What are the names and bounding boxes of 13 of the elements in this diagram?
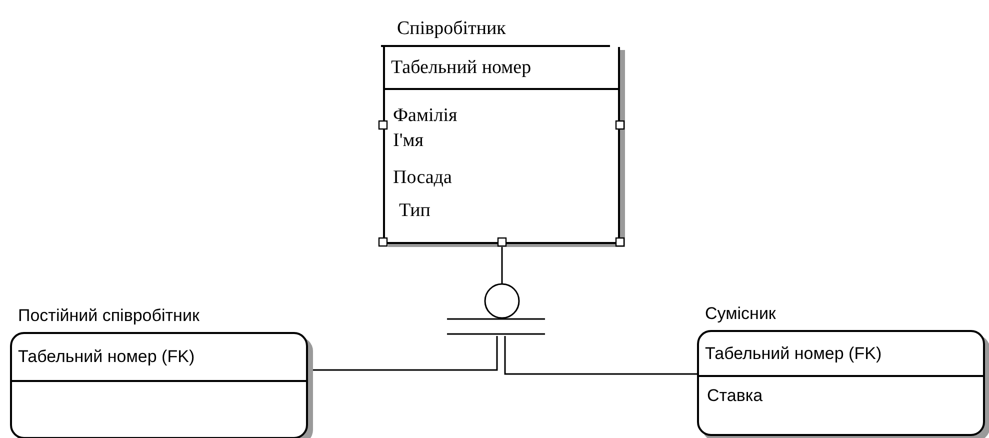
key-attribute: Табельний номер (FK) xyxy=(18,346,195,368)
attribute: Фамілія xyxy=(393,104,458,128)
attribute: Ставка xyxy=(707,385,764,406)
attribute: Тип xyxy=(399,199,432,223)
attribute: І'мя xyxy=(393,128,425,152)
entity-name: Постійний співробітник xyxy=(18,304,200,327)
relationship-line xyxy=(504,336,697,375)
key-attribute: Табельний номер xyxy=(391,56,532,80)
attribute: Посада xyxy=(393,166,453,190)
relationship-line xyxy=(484,247,520,319)
entity-name: Сумісник xyxy=(705,302,776,325)
key-attribute: Табельний номер (FK) xyxy=(705,342,882,364)
entity-name: Співробітник xyxy=(397,17,506,42)
